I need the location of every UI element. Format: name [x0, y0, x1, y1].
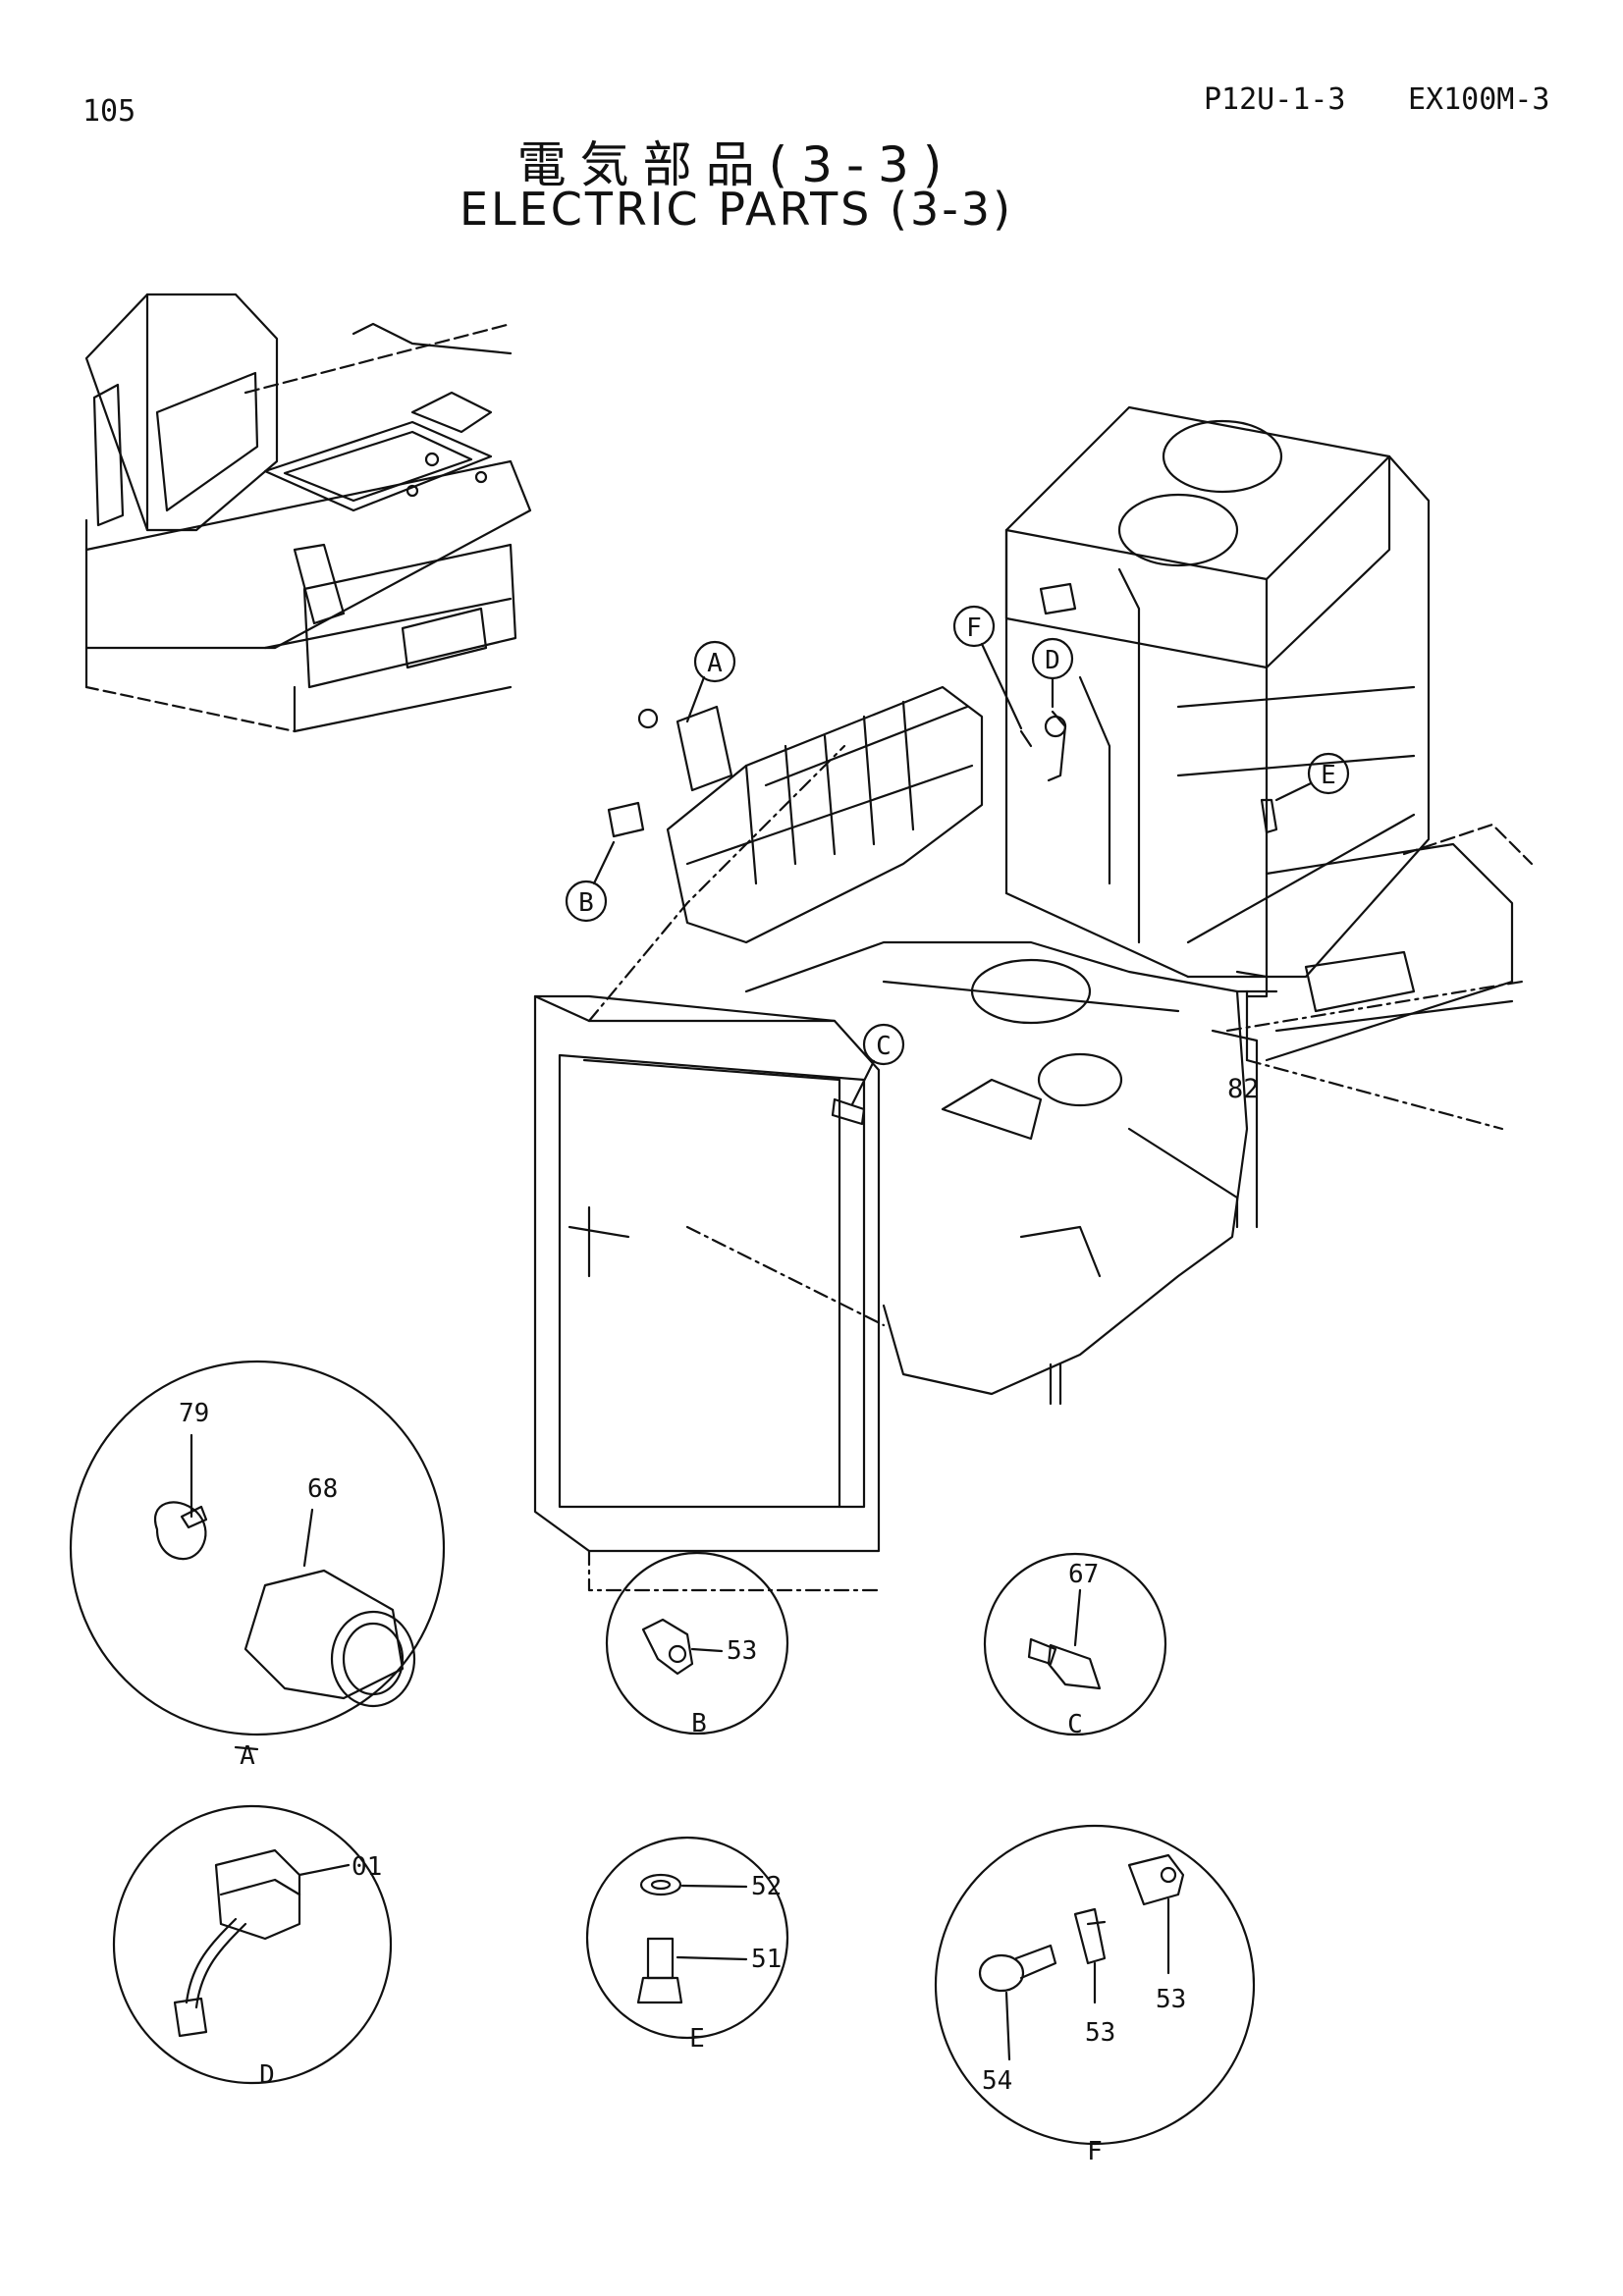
part-number-68: 68	[307, 1474, 338, 1504]
part-number-01: 01	[352, 1852, 382, 1882]
sleeve-in-place	[676, 705, 733, 792]
svg-text:F: F	[966, 614, 982, 643]
detail-label-c: C	[1067, 1710, 1083, 1739]
callout-e: E	[1274, 752, 1350, 802]
page-number: 105	[82, 94, 136, 129]
svg-text:D: D	[1045, 646, 1060, 675]
part-number-82: 82	[1227, 1074, 1260, 1104]
part-number-53-b: 53	[727, 1636, 757, 1666]
detail-d: 01 D	[112, 1804, 393, 2090]
part-number-51: 51	[751, 1945, 782, 1974]
model-code: EX100M-3	[1408, 82, 1550, 117]
detail-label-b: B	[691, 1709, 707, 1738]
detail-label-d: D	[259, 2060, 275, 2090]
svg-text:C: C	[876, 1032, 892, 1061]
detail-label-f: F	[1087, 2137, 1103, 2166]
engine-assembly-drawing	[533, 405, 1534, 1592]
machine-overview-drawing	[84, 293, 532, 733]
callout-a: A	[685, 640, 736, 723]
detail-f: 54 53 53 F	[934, 1824, 1256, 2166]
detail-c: 67 C	[983, 1552, 1167, 1739]
svg-text:A: A	[707, 649, 723, 678]
part-number-79: 79	[179, 1399, 209, 1428]
part-number-67: 67	[1068, 1560, 1099, 1589]
detail-a: 79 68 A	[69, 1360, 446, 1771]
catalog-code: P12U-1-3	[1204, 82, 1346, 117]
svg-text:B: B	[578, 888, 594, 918]
detail-b: 53 B	[605, 1551, 789, 1738]
svg-text:E: E	[1321, 761, 1336, 790]
detail-label-e: E	[689, 2024, 705, 2054]
callout-f: F	[952, 605, 1023, 730]
detail-e: 52 51 E	[585, 1836, 789, 2054]
part-number-52: 52	[751, 1872, 782, 1901]
detail-label-a: A	[240, 1741, 255, 1771]
part-number-54: 54	[982, 2066, 1012, 2096]
part-number-53-f-left: 53	[1085, 2018, 1115, 2048]
callout-d: D	[1031, 637, 1074, 709]
callout-b: B	[565, 840, 616, 923]
callout-c: C	[850, 1023, 905, 1106]
part-number-53-f-right: 53	[1156, 1985, 1186, 2014]
page-title-english: ELECTRIC PARTS (3-3)	[459, 183, 1014, 236]
page-title-japanese: 電気部品(3-3)	[516, 136, 956, 193]
